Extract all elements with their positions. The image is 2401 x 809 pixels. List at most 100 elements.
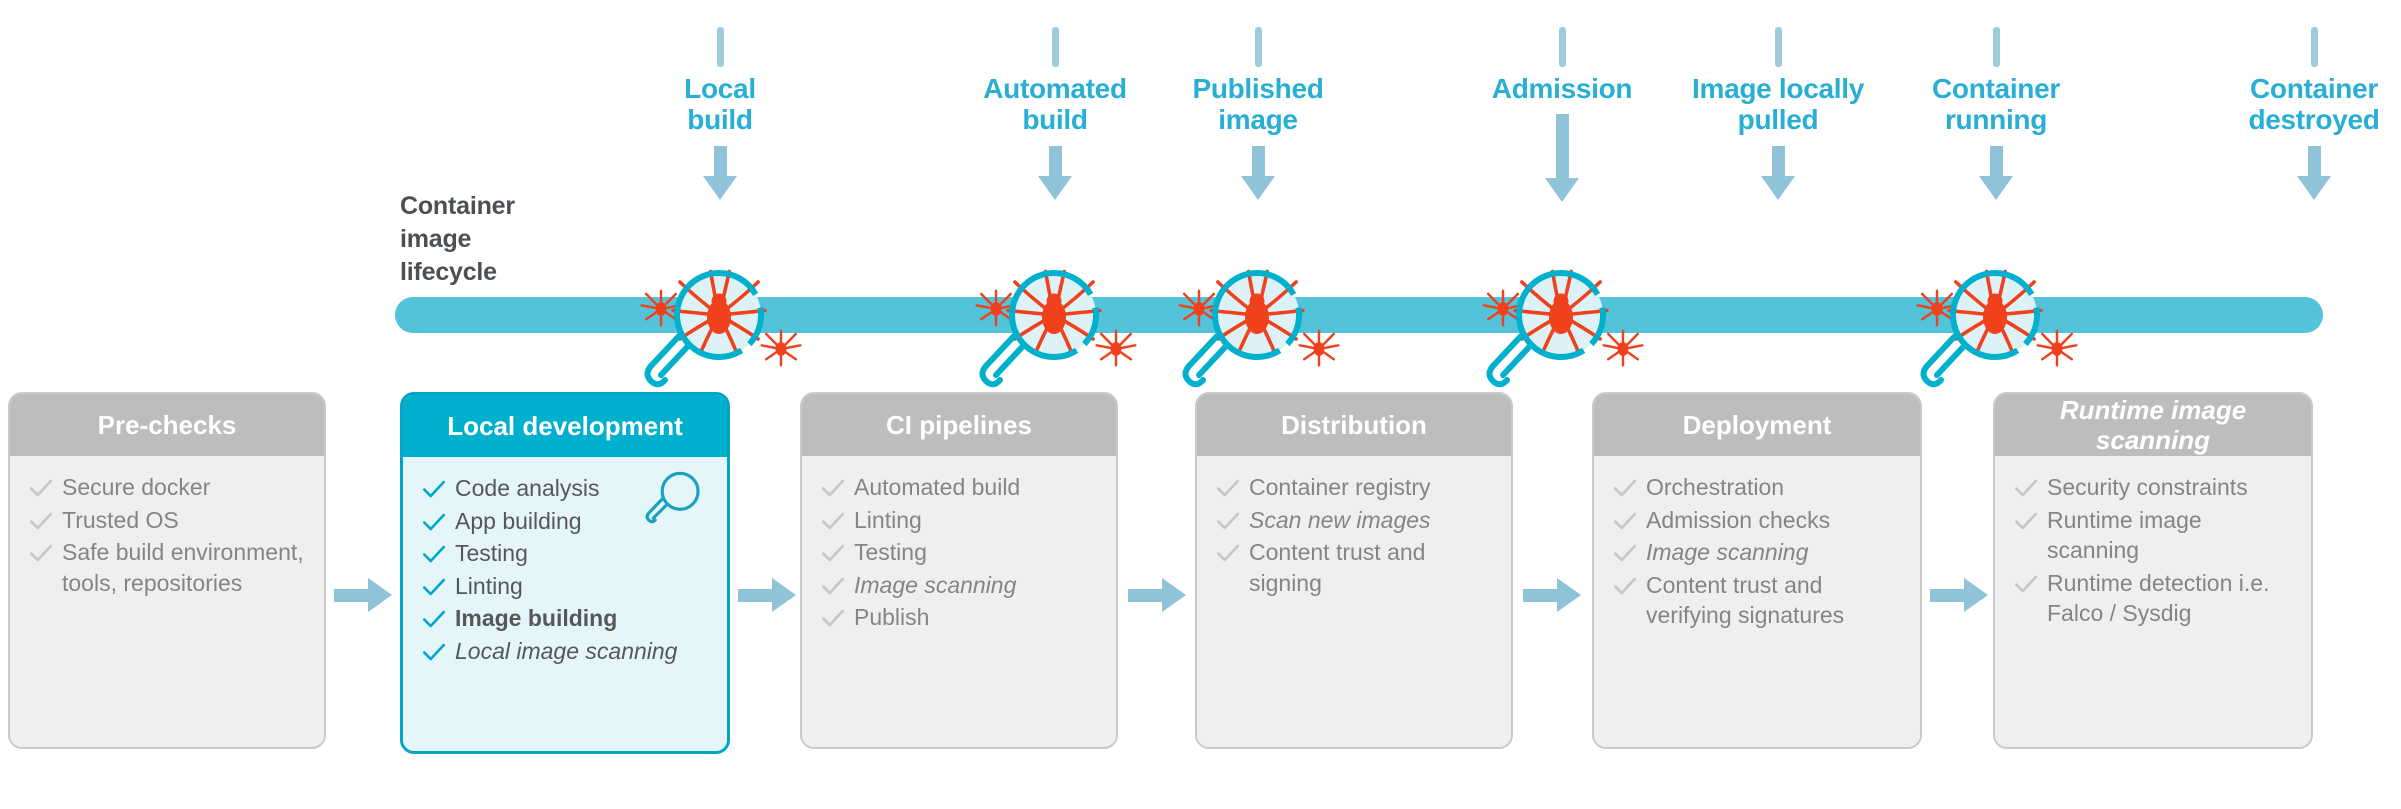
marker-label: Image locally pulled [1692,73,1864,136]
check-icon [421,509,447,535]
check-icon [2013,508,2039,534]
check-icon [28,475,54,501]
checklist-item: Code analysis [421,473,711,504]
checklist-item: Testing [421,538,711,569]
down-arrow-icon [2297,145,2331,200]
lifecycle-marker-3: Published image [1148,27,1368,200]
down-arrow-icon [1545,114,1579,203]
checklist-item-label: Testing [854,539,927,566]
lifecycle-marker-2: Automated build [945,27,1165,200]
check-icon [28,508,54,534]
check-icon [1215,508,1241,534]
magnifier-bug-icon [1477,257,1647,412]
lifecycle-marker-7: Container destroyed [2204,27,2401,200]
checklist-item-label: Secure docker [62,474,211,500]
check-icon [2013,475,2039,501]
checklist-item: App building [421,506,711,537]
checklist-item: Linting [421,571,711,602]
stage-connector-arrow-icon [1930,578,1988,612]
checklist-item-label: Safe build environment, tools, repositor… [62,539,304,596]
checklist-item: Safe build environment, tools, repositor… [28,537,308,598]
marker-tick-top [1558,27,1566,67]
stage-panel-title: Runtime image scanning [1995,394,2311,456]
marker-label: Published image [1192,73,1324,136]
marker-tick-top [1992,27,2000,67]
check-icon [820,573,846,599]
stage-connector-arrow-icon [334,578,392,612]
checklist-item-label: Security constraints [2047,474,2248,500]
checklist-item-label: Linting [455,572,523,599]
checklist-item: Image scanning [1612,537,1904,568]
checklist-item: Trusted OS [28,505,308,536]
check-icon [1612,540,1638,566]
checklist-item: Publish [820,602,1100,633]
check-icon [421,606,447,632]
stage-connector-arrow-icon [738,578,796,612]
checklist-item: Scan new images [1215,505,1495,536]
check-icon [28,540,54,566]
check-icon [421,574,447,600]
lifecycle-marker-1: Local build [610,27,830,200]
marker-tick-top [1051,27,1059,67]
lifecycle-marker-6: Container running [1886,27,2106,200]
stage-panel-title: Local development [403,395,727,457]
magnifier-icon [643,467,707,536]
checklist-item-label: Runtime image scanning [2047,506,2202,564]
marker-label: Admission [1491,73,1633,104]
lifecycle-marker-4: Admission [1452,27,1672,203]
magnifier-bug-icon [970,257,1140,412]
check-icon [820,605,846,631]
checklist-item: Secure docker [28,472,308,503]
marker-label: Automated build [983,73,1127,136]
down-arrow-icon [1038,145,1072,200]
stage-connector-arrow-icon [1523,578,1581,612]
down-arrow-icon [703,145,737,200]
checklist-item: Container registry [1215,472,1495,503]
checklist-item: Automated build [820,472,1100,503]
marker-label: Container running [1932,73,2060,136]
checklist-item: Runtime image scanning [2013,505,2295,566]
check-icon [1612,475,1638,501]
checklist-item-label: Image scanning [854,571,1017,598]
checklist-item: Admission checks [1612,505,1904,536]
checklist-item-label: App building [455,507,582,534]
stage-connector-arrow-icon [1128,578,1186,612]
checklist-item-label: Runtime detection i.e. Falco / Sysdig [2047,569,2270,627]
marker-tick-top [1774,27,1782,67]
checklist-item-label: Image scanning [1646,539,1809,566]
checklist-item: Content trust and signing [1215,537,1495,598]
magnifier-bug-icon [1911,257,2081,412]
checklist-item: Runtime detection i.e. Falco / Sysdig [2013,568,2295,629]
check-icon [820,508,846,534]
checklist-item: Local image scanning [421,636,711,667]
stage-panel-title: Distribution [1197,394,1511,456]
checklist-item-label: Code analysis [455,475,600,501]
checklist-item-label: Orchestration [1646,474,1785,500]
check-icon [421,541,447,567]
checklist-item-label: Linting [854,506,922,533]
check-icon [1612,573,1638,599]
marker-tick-top [716,27,724,67]
lifecycle-caption: Container image lifecycle [400,192,515,286]
stage-panel-title: Deployment [1594,394,1920,456]
checklist-item-label: Local image scanning [455,637,678,664]
check-icon [1215,475,1241,501]
checklist-item-label: Trusted OS [62,506,179,533]
